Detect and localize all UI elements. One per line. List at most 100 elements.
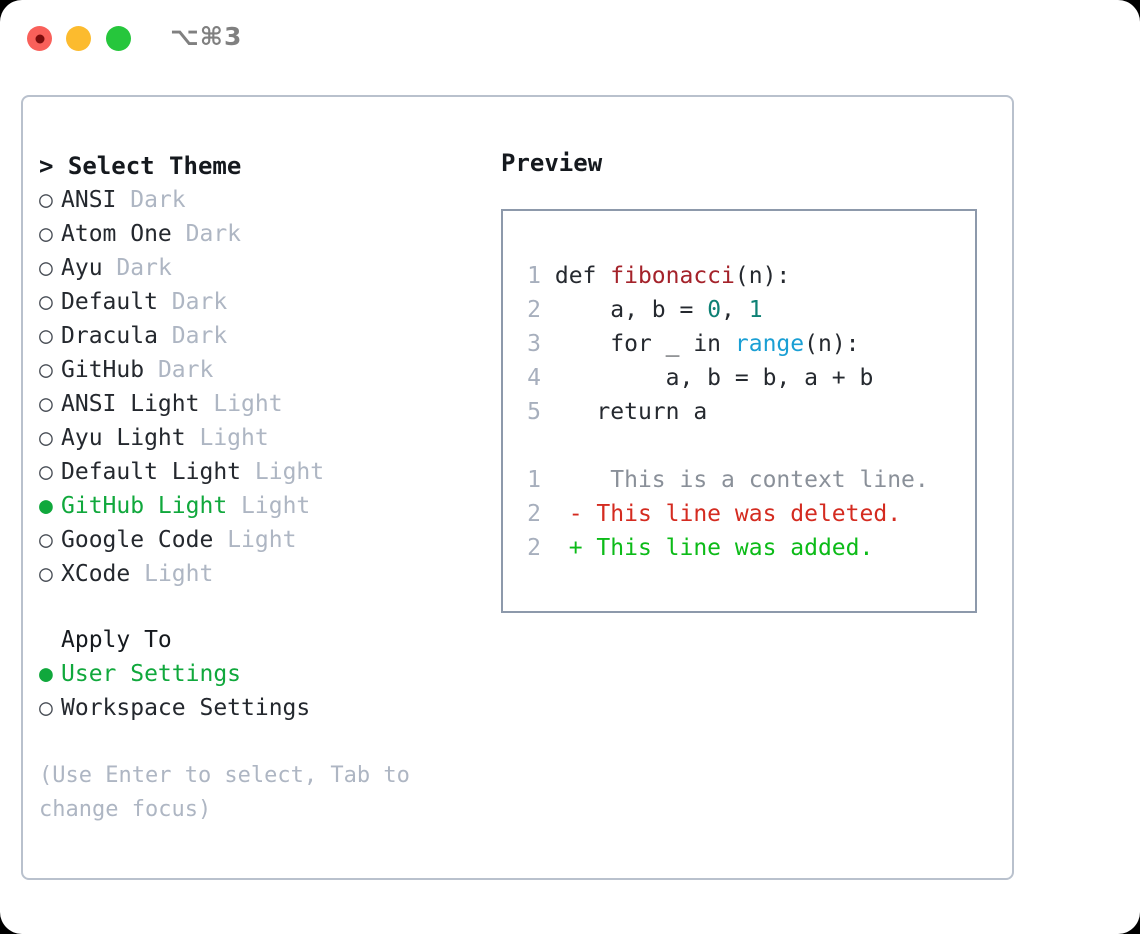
radio-unselected-icon: ○ <box>39 289 53 315</box>
theme-list-item[interactable]: ○Ayu Dark <box>39 251 479 285</box>
diff-marker <box>569 467 583 493</box>
theme-name: Atom One <box>61 221 172 247</box>
theme-list-item[interactable]: ○ANSI Light Light <box>39 387 479 421</box>
theme-category-tag: Dark <box>116 255 172 281</box>
theme-name: GitHub Light <box>61 493 228 519</box>
code-token: fibonacci <box>610 263 735 289</box>
diff-line: 2 + This line was added. <box>515 531 969 565</box>
section-spacer <box>39 591 479 623</box>
diff-line: 2 - This line was deleted. <box>515 497 969 531</box>
theme-category-tag: Dark <box>130 187 186 213</box>
code-line: 1 def fibonacci(n): <box>515 259 969 293</box>
code-token: range <box>734 331 805 357</box>
theme-name: Dracula <box>61 323 158 349</box>
theme-name: Default Light <box>61 459 242 485</box>
radio-unselected-icon: ○ <box>39 187 53 213</box>
keyboard-shortcut-label: ⌥⌘3 <box>170 22 243 51</box>
theme-list-item[interactable]: ○ XCode Light <box>39 557 479 591</box>
recording-indicator-icon <box>35 34 44 43</box>
code-line-number: 2 <box>527 297 541 323</box>
main-panel: > Select Theme ○ANSI Dark○Atom One Dark○… <box>21 95 1014 880</box>
theme-list-item[interactable]: ● GitHub Light Light <box>39 489 479 523</box>
theme-category-tag: Light <box>254 459 325 485</box>
select-theme-header: > Select Theme <box>39 152 242 180</box>
diff-text: This line was deleted. <box>582 501 902 527</box>
diff-marker: + <box>568 535 583 561</box>
apply-to-option[interactable]: ○Workspace Settings <box>39 691 479 725</box>
code-token: return a <box>554 399 708 425</box>
keyboard-hint-text: (Use Enter to select, Tab to change focu… <box>39 763 410 822</box>
theme-list-item[interactable]: ○ GitHub Dark <box>39 353 479 387</box>
radio-unselected-icon: ○ <box>39 561 53 587</box>
code-token: , <box>721 297 749 323</box>
diff-text: This line was added. <box>582 535 874 561</box>
code-token: a, b = <box>554 297 708 323</box>
theme-list-item[interactable]: ○ Default Light Light <box>39 455 479 489</box>
theme-list-item[interactable]: ○Default Dark <box>39 285 479 319</box>
code-line: 4 a, b = b, a + b <box>515 361 969 395</box>
diff-text: This is a context line. <box>582 467 929 493</box>
theme-category-tag: Light <box>241 493 311 519</box>
code-token: for _ in <box>554 331 735 357</box>
code-line: 5 return a <box>515 395 969 429</box>
radio-unselected-icon: ○ <box>39 459 53 485</box>
code-line: 2 a, b = 0, 1 <box>515 293 969 327</box>
radio-selected-icon: ● <box>39 493 53 519</box>
code-token: def <box>554 263 611 289</box>
radio-unselected-icon: ○ <box>39 391 53 417</box>
code-line: 3 for _ in range(n): <box>515 327 969 361</box>
diff-line-number: 2 <box>527 535 541 561</box>
diff-marker: - <box>568 501 583 527</box>
theme-name: XCode <box>61 561 131 587</box>
code-token: (n): <box>804 331 860 357</box>
theme-category-tag: Light <box>199 425 269 451</box>
radio-selected-icon: ● <box>39 661 53 687</box>
theme-category-tag: Dark <box>157 357 214 383</box>
theme-category-tag: Light <box>144 561 214 587</box>
apply-to-header: Apply To <box>61 627 172 653</box>
code-line-number: 5 <box>527 399 541 425</box>
apply-to-option[interactable]: ● User Settings <box>39 657 479 691</box>
radio-unselected-icon: ○ <box>39 425 53 451</box>
apply-to-label: User Settings <box>61 661 242 687</box>
theme-list-item[interactable]: ○Atom One Dark <box>39 217 479 251</box>
diff-line-number: 1 <box>527 467 541 493</box>
theme-name: Google Code <box>61 527 214 553</box>
theme-list-item[interactable]: ○Google Code Light <box>39 523 479 557</box>
theme-category-tag: Dark <box>171 323 228 349</box>
code-line-number: 1 <box>527 263 541 289</box>
theme-list-item[interactable]: ○Dracula Dark <box>39 319 479 353</box>
theme-name: Default <box>61 289 158 315</box>
theme-name: Ayu Light <box>61 425 186 451</box>
theme-list-item[interactable]: ○ ANSI Dark <box>39 183 479 217</box>
minimize-button[interactable] <box>66 26 91 51</box>
preview-column: Preview 1 def fibonacci(n):2 a, b = 0, 1… <box>501 149 991 613</box>
diff-line: 1 This is a context line. <box>515 463 969 497</box>
code-line-number: 3 <box>527 331 541 357</box>
theme-name: ANSI Light <box>61 391 200 417</box>
theme-name: Ayu <box>61 255 103 281</box>
code-diff-separator <box>515 429 969 463</box>
code-token: (n): <box>734 263 791 289</box>
close-button[interactable] <box>27 26 52 51</box>
theme-name: ANSI <box>61 187 117 213</box>
theme-list[interactable]: ○ANSI Dark○Atom One Dark○Ayu Dark○Defaul… <box>39 183 479 591</box>
diff-line-number: 2 <box>527 501 541 527</box>
theme-list-item[interactable]: ○ Ayu Light Light <box>39 421 479 455</box>
theme-name: GitHub <box>61 357 145 383</box>
apply-to-list[interactable]: ● User Settings ○Workspace Settings <box>39 657 479 725</box>
preview-header: Preview <box>501 149 603 177</box>
window-titlebar: ⌥⌘3 <box>0 0 1140 78</box>
code-line-number: 4 <box>527 365 541 391</box>
code-token: 0 <box>707 297 722 323</box>
hint-spacer <box>39 725 479 759</box>
radio-unselected-icon: ○ <box>39 357 53 383</box>
radio-unselected-icon: ○ <box>39 695 53 721</box>
maximize-button[interactable] <box>106 26 131 51</box>
theme-picker-column: > Select Theme ○ANSI Dark○Atom One Dark○… <box>39 149 479 827</box>
theme-category-tag: Dark <box>185 221 242 247</box>
